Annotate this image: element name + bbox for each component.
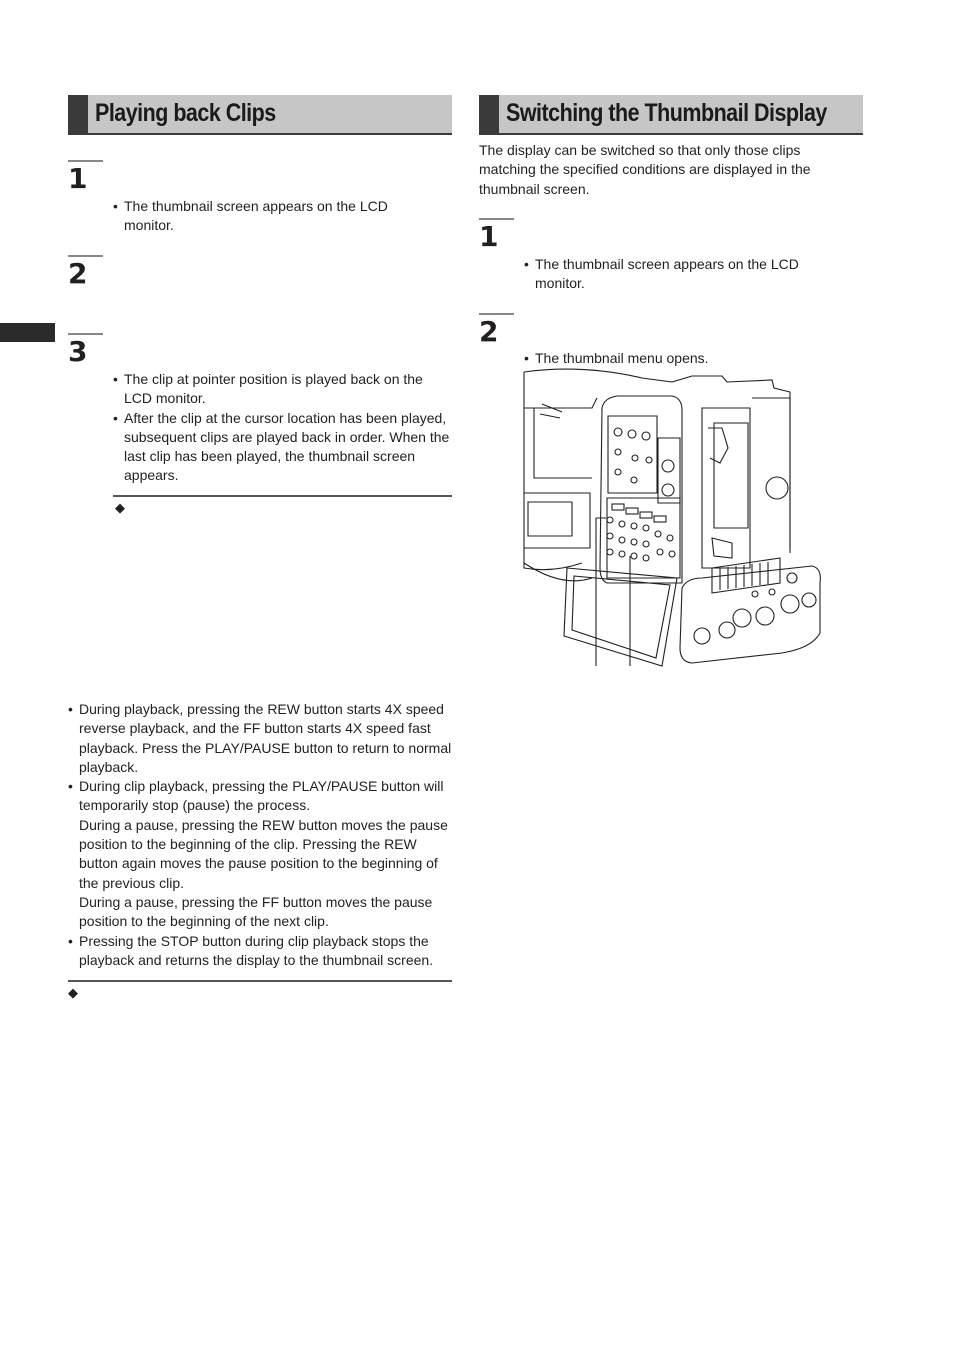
right-step-1-rule: [479, 218, 514, 220]
switching-intro: The display can be switched so that only…: [479, 142, 811, 197]
right-step-2-text: The thumbnail menu opens.: [524, 349, 824, 369]
step-3-rule: [68, 333, 103, 335]
note-bullet-2: During clip playback, pressing the PLAY/…: [68, 777, 454, 931]
note-bullet-1: During playback, pressing the REW button…: [68, 700, 454, 777]
playback-notes: During playback, pressing the REW button…: [68, 700, 454, 970]
step-1-text: The thumbnail screen appears on the LCD …: [113, 197, 413, 236]
right-step-1-text: The thumbnail screen appears on the LCD …: [524, 255, 824, 294]
step-1-bullet: The thumbnail screen appears on the LCD …: [113, 197, 413, 236]
step-1-number: 1: [68, 162, 88, 195]
step-3-bullet-1: The clip at pointer position is played b…: [113, 370, 453, 409]
tip-divider: [113, 495, 452, 497]
section-title-switching-thumbnail: Switching the Thumbnail Display: [506, 99, 827, 127]
step-1-rule: [68, 160, 103, 162]
step-2-number: 2: [68, 257, 88, 290]
section-title-playing-back-clips: Playing back Clips: [95, 99, 276, 127]
step-3-text: The clip at pointer position is played b…: [113, 370, 453, 486]
step-2-rule: [68, 255, 103, 257]
header-accent-bar: [68, 95, 88, 133]
camera-rear-panel-illustration: [523, 368, 821, 667]
right-step-1-bullet: The thumbnail screen appears on the LCD …: [524, 255, 824, 294]
right-step-2-bullet: The thumbnail menu opens.: [524, 349, 824, 369]
right-step-1-number: 1: [479, 220, 499, 253]
footer-divider: [68, 980, 452, 982]
footer-diamond-icon: ◆: [68, 985, 78, 1000]
step-3-number: 3: [68, 335, 88, 368]
right-section-header: Switching the Thumbnail Display: [479, 95, 863, 135]
left-section-header: Playing back Clips: [68, 95, 452, 135]
chapter-tab-marker: [0, 323, 55, 342]
right-step-2-number: 2: [479, 315, 499, 348]
step-3-bullet-2: After the clip at the cursor location ha…: [113, 409, 453, 486]
tip-diamond-icon: ◆: [115, 500, 125, 515]
note-bullet-3: Pressing the STOP button during clip pla…: [68, 932, 454, 971]
header-accent-bar: [479, 95, 499, 133]
right-step-2-rule: [479, 313, 514, 315]
